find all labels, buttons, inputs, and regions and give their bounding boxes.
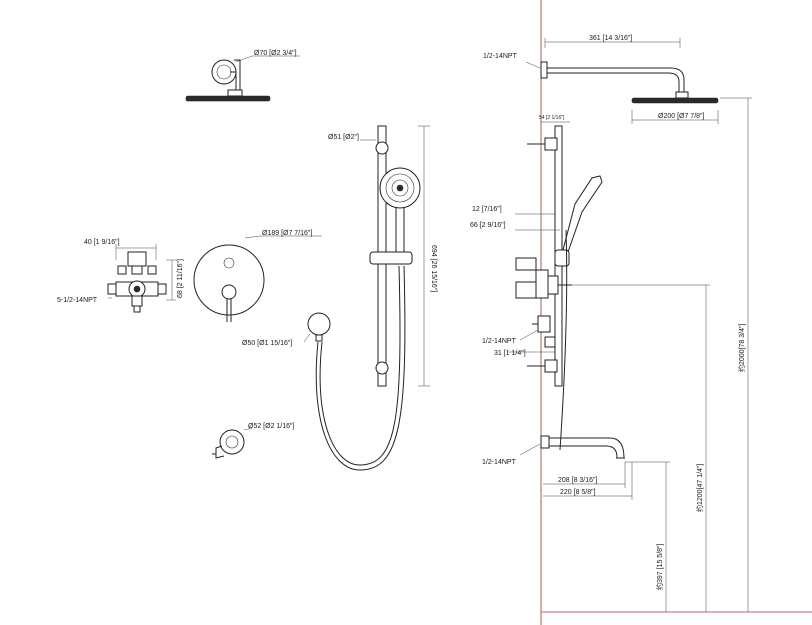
elbow-diameter-label: Ø50 [Ø1 15/16"] bbox=[242, 340, 292, 347]
holder-diameter-label: Ø51 [Ø2"] bbox=[328, 134, 359, 141]
head-diameter-label: Ø200 [Ø7 7/8"] bbox=[658, 113, 705, 120]
slide-bar-side bbox=[527, 125, 603, 451]
tub-spout-side bbox=[540, 435, 625, 459]
small-offset-label: 54 [2 1/16"] bbox=[539, 115, 565, 121]
shower-head-diameter-label: Ø70 [Ø2 3/4"] bbox=[254, 50, 297, 57]
spout-reach-220-label: 220 [8 5/8"] bbox=[560, 489, 596, 496]
spout-diameter-label: Ø52 [Ø2 1/16"] bbox=[248, 423, 295, 430]
spout-reach-208-label: 208 [8 3/16"] bbox=[558, 477, 598, 484]
rough-in-valve bbox=[107, 251, 167, 313]
valve-height-label: 68 [2 11/16"] bbox=[177, 259, 184, 298]
arm-length-label: 361 [14 3/16"] bbox=[589, 35, 632, 42]
valve-inlets-label: 5-1/2-14NPT bbox=[57, 297, 98, 304]
depth-66-label: 66 [2 9/16"] bbox=[470, 222, 506, 229]
hose-and-wall-elbow bbox=[307, 265, 406, 471]
height-2000-label: 约2000[78 3/4"] bbox=[737, 324, 746, 372]
shower-arm-side bbox=[540, 61, 719, 104]
slide-bar-length-label: 694 [26 15/16"] bbox=[430, 245, 437, 292]
height-1200-label: 约1200[47 1/4"] bbox=[695, 464, 704, 512]
outlet-npt-label: 1/2-14NPT bbox=[482, 338, 517, 345]
valve-side bbox=[515, 257, 572, 348]
height-397-label: 约397 [15 5/8"] bbox=[655, 543, 664, 590]
trim-plate bbox=[193, 244, 265, 322]
valve-width-label: 40 [1 9/16"] bbox=[84, 239, 120, 246]
arm-npt-label: 1/2-14NPT bbox=[483, 53, 518, 60]
rain-shower-head-top bbox=[185, 59, 271, 102]
depth-12-label: 12 [7/16"] bbox=[472, 206, 502, 213]
trim-diameter-label: Ø189 [Ø7 7/16"] bbox=[262, 230, 312, 237]
outlet-depth-label: 31 [1 1/4"] bbox=[494, 350, 526, 357]
tub-spout-front bbox=[212, 429, 245, 459]
spout-npt-label: 1/2-14NPT bbox=[482, 459, 517, 466]
slide-bar-assembly bbox=[369, 125, 421, 387]
